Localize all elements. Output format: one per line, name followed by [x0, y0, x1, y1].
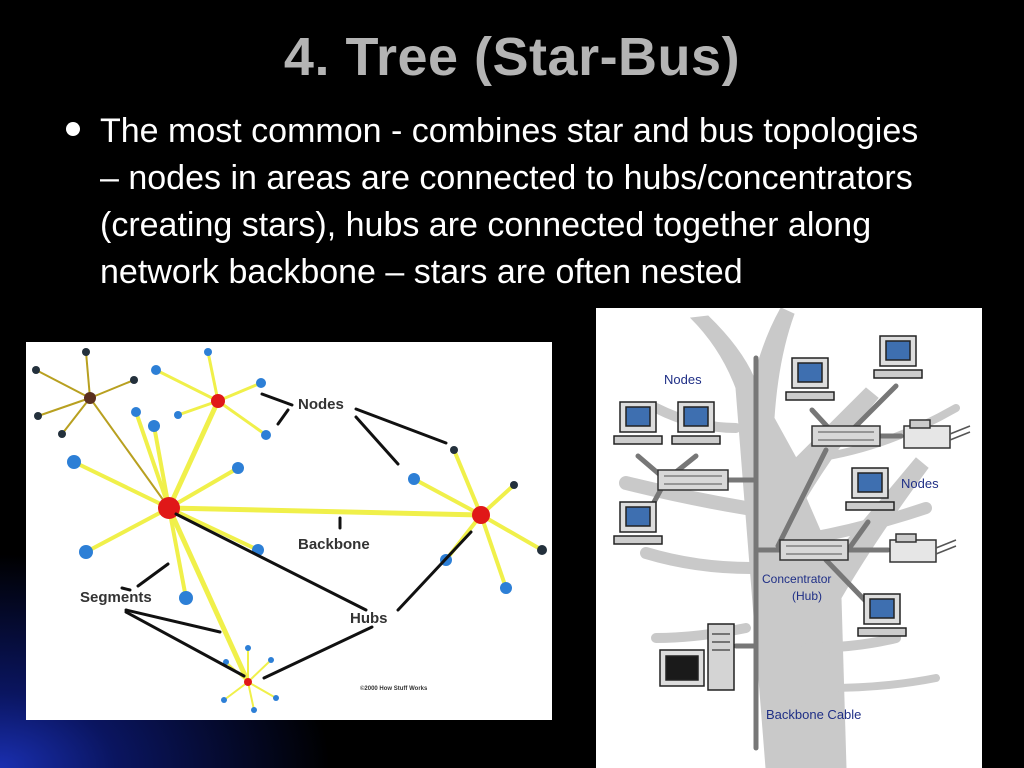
tree-topology-svg: Nodes Nodes Concentrator (Hub) Backbone … — [613, 308, 971, 768]
backbone-links — [166, 398, 484, 685]
computer-icon — [613, 501, 663, 545]
concentrator-center — [779, 539, 849, 561]
label-concentrator: Concentrator — [762, 572, 831, 586]
hub-left-links — [72, 410, 260, 600]
concentrator-top — [811, 425, 881, 447]
printer-icon — [903, 419, 971, 449]
computer-icon — [873, 335, 923, 379]
computer-icon — [845, 467, 895, 511]
nested-star-links — [35, 351, 170, 509]
label-pointers — [120, 392, 473, 680]
label-nodes-top: Nodes — [664, 372, 702, 387]
hubs — [158, 394, 490, 686]
slide-title: 4. Tree (Star-Bus) — [283, 27, 741, 87]
hub-bottom-links — [223, 647, 277, 711]
nested-star-hub — [84, 392, 96, 404]
computer-icon — [857, 593, 907, 637]
tree-topology-diagram: Nodes Nodes Concentrator (Hub) Backbone … — [596, 308, 982, 768]
dark-nodes — [32, 348, 547, 555]
computer-icon — [613, 401, 663, 445]
tree-silhouette — [619, 308, 960, 768]
concentrators — [657, 425, 881, 561]
copyright-text: ©2000 How Stuff Works — [360, 685, 428, 692]
concentrator-left — [657, 469, 729, 491]
bullet-text: The most common - combines star and bus … — [100, 112, 919, 291]
label-segments: Segments — [80, 589, 152, 606]
label-backbone-cable: Backbone Cable — [766, 707, 861, 722]
star-bus-network-diagram: Nodes Backbone Segments Hubs ©2000 How S… — [26, 342, 552, 720]
computer-icon — [785, 357, 835, 401]
label-nodes: Nodes — [298, 396, 344, 413]
label-hubs: Hubs — [350, 610, 388, 627]
port-ticks — [664, 431, 874, 555]
printers — [889, 419, 971, 563]
star-bus-network-svg: Nodes Backbone Segments Hubs ©2000 How S… — [32, 348, 547, 713]
bullet-dot — [66, 122, 80, 136]
computer-icon — [671, 401, 721, 445]
label-nodes-right: Nodes — [901, 476, 939, 491]
label-backbone: Backbone — [298, 536, 370, 553]
label-hub: (Hub) — [792, 589, 822, 603]
hub-top-links — [154, 350, 268, 437]
server-computer-icon — [659, 623, 735, 691]
printer-icon — [889, 533, 957, 563]
computers — [613, 335, 923, 691]
